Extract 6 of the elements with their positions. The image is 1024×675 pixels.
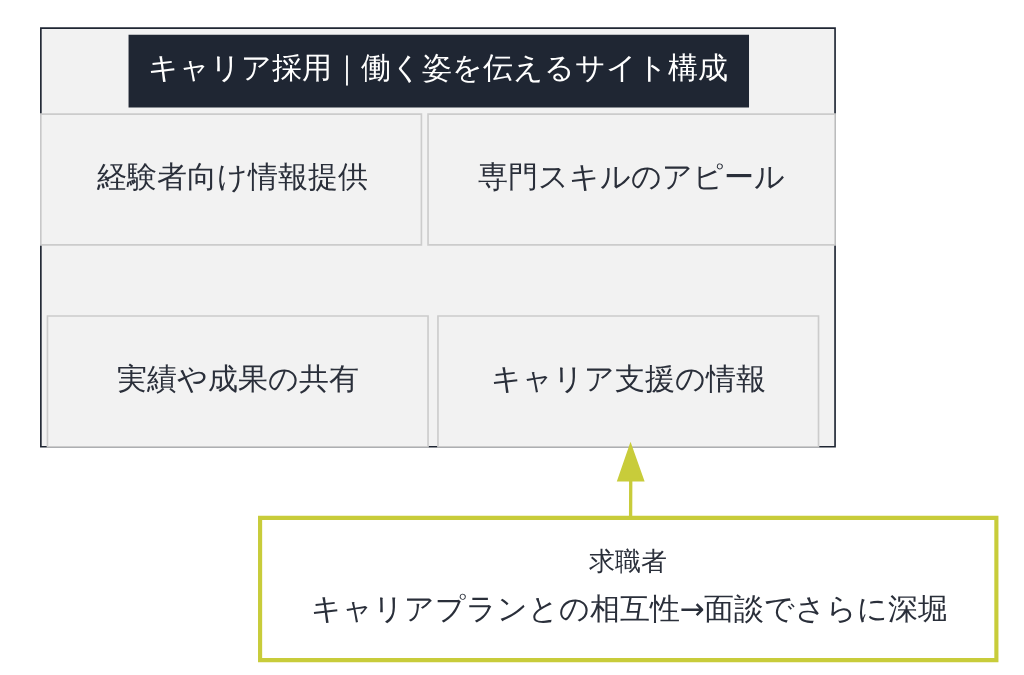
node-box: 求職者 キャリアプランとの相互性→面談でさらに深堀 (258, 515, 999, 663)
node-box: キャリア支援の情報 (437, 315, 820, 448)
node-box: 経験者向け情報提供 (40, 113, 423, 246)
arrow (616, 441, 645, 518)
node-box: 専門スキルのアピール (427, 113, 836, 246)
node-box: 実績や成果の共有 (46, 315, 429, 448)
